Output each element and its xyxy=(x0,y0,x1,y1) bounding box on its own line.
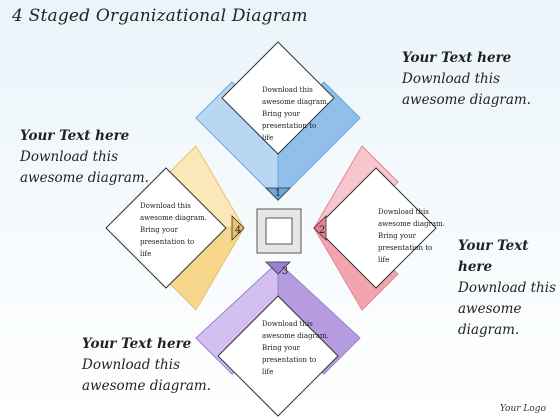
stage-2-box-text: Download this awesome diagram. Bring you… xyxy=(378,208,447,264)
stage-2-text-line: Download this xyxy=(378,208,429,216)
stage-1-badge xyxy=(265,187,291,201)
callout-bottom-left: Your Text here Download this awesome dia… xyxy=(82,334,242,397)
stage-1-text-line: Download this xyxy=(262,86,313,94)
stage-2-text-line: life xyxy=(378,256,389,264)
stage-3-badge xyxy=(265,261,291,275)
stage-4-text-line: awesome diagram. xyxy=(140,214,207,222)
stage-4-text-line: Download this xyxy=(140,202,191,210)
stage-3-number: 3 xyxy=(282,266,288,277)
callout-line: Download this xyxy=(82,357,180,373)
stage-3-text-line: life xyxy=(262,368,273,376)
stage-1-text-line: Bring your xyxy=(262,110,301,118)
stage-2: 2 xyxy=(313,145,437,311)
callout-top-right: Your Text here Download this awesome dia… xyxy=(402,48,560,111)
callout-heading: Your Text here xyxy=(20,128,130,144)
callout-heading: Your Text here xyxy=(458,238,529,275)
stage-2-badge xyxy=(313,215,327,241)
stage-4-number: 4 xyxy=(235,225,241,236)
callout-left: Your Text here Download this awesome dia… xyxy=(20,126,180,189)
stage-4-badge xyxy=(231,215,245,241)
stage-1-text-line: life xyxy=(262,134,273,142)
callout-line: Download this xyxy=(20,149,118,165)
callout-heading: Your Text here xyxy=(402,50,512,66)
stage-1-box-text: Download this awesome diagram. Bring you… xyxy=(262,86,331,142)
stage-4: 4 xyxy=(105,145,245,311)
stage-2-text-line: awesome diagram. xyxy=(378,220,445,228)
callout-line: Download this xyxy=(402,71,500,87)
callout-right: Your Text here Download this awesome dia… xyxy=(458,236,558,341)
callout-line: awesome diagram. xyxy=(402,92,531,108)
stage-4-text-line: presentation to xyxy=(140,238,194,246)
callout-line: awesome diagram. xyxy=(458,301,522,338)
callout-line: awesome diagram. xyxy=(82,378,211,394)
stage-2-box xyxy=(315,167,437,289)
callout-line: Download this xyxy=(458,280,556,296)
stage-1-text-line: awesome diagram. xyxy=(262,98,329,106)
stage-1-number: 1 xyxy=(275,188,281,199)
stage-2-text-line: presentation to xyxy=(378,244,432,252)
stage-4-text-line: Bring your xyxy=(140,226,179,234)
stage-3-box xyxy=(217,295,339,417)
stage-3-box-text: Download this awesome diagram. Bring you… xyxy=(262,320,331,376)
center-square xyxy=(256,208,302,254)
page-title: 4 Staged Organizational Diagram xyxy=(12,6,308,26)
stage-1-text-line: presentation to xyxy=(262,122,316,130)
callout-line: awesome diagram. xyxy=(20,170,149,186)
stage-1-box xyxy=(221,41,335,155)
stage-3-text-line: awesome diagram. xyxy=(262,332,329,340)
stage-3: 3 xyxy=(195,260,361,417)
stage-1: 1 xyxy=(195,41,361,202)
stage-3-text-line: presentation to xyxy=(262,356,316,364)
stage-3-text-line: Bring your xyxy=(262,344,301,352)
stage-2-text-line: Bring your xyxy=(378,232,417,240)
stage-4-text-line: life xyxy=(140,250,151,258)
stage-3-text-line: Download this xyxy=(262,320,313,328)
logo-text: Your Logo xyxy=(499,404,546,414)
callout-heading: Your Text here xyxy=(82,336,192,352)
stage-4-box-text: Download this awesome diagram. Bring you… xyxy=(140,202,209,258)
stage-2-number: 2 xyxy=(319,225,325,236)
stage-4-box xyxy=(105,167,227,289)
